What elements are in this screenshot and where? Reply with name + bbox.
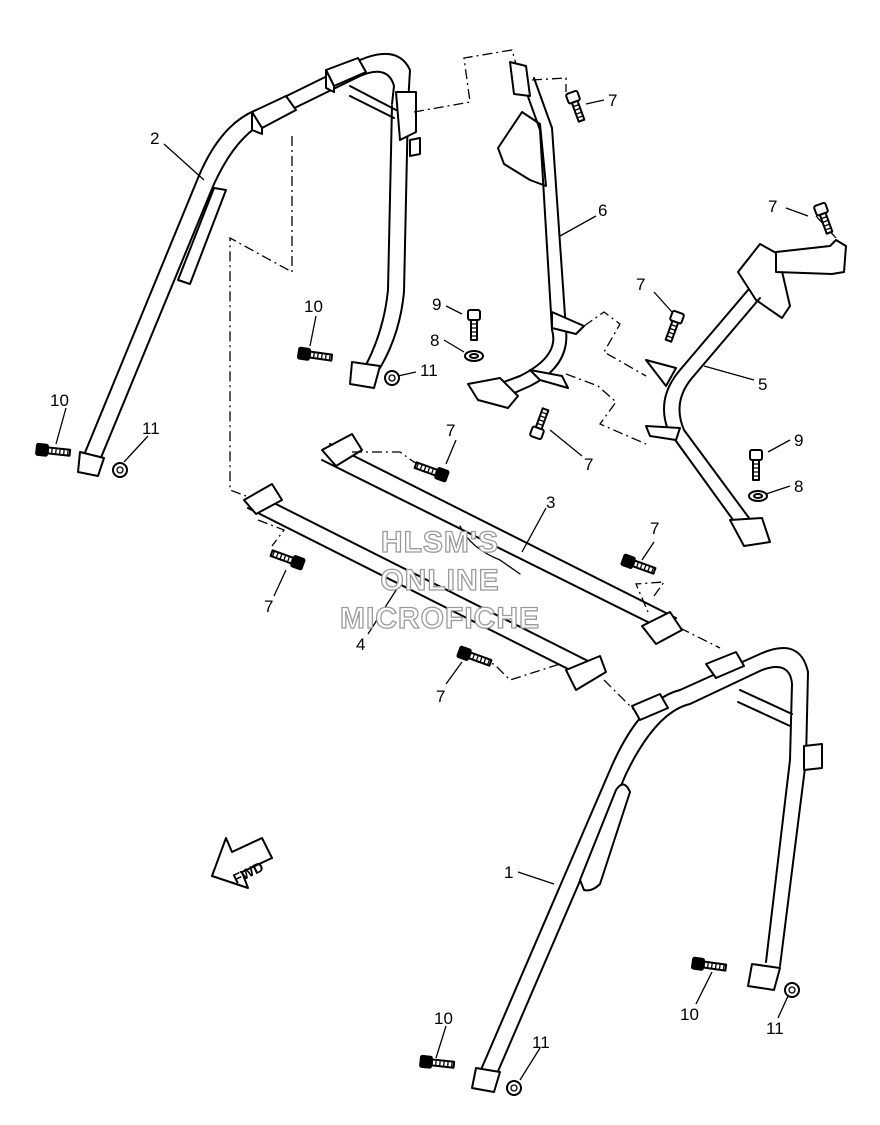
washer-icon bbox=[748, 490, 768, 502]
leader-lines bbox=[55, 99, 809, 1081]
bolt-icon bbox=[619, 552, 658, 578]
bolt-icon bbox=[467, 309, 481, 341]
flange-nut-icon bbox=[506, 1080, 522, 1096]
flange-nut-icon bbox=[112, 462, 128, 478]
callout-11: 11 bbox=[142, 419, 160, 438]
watermark-line-3: MICROFICHE bbox=[340, 602, 540, 635]
callout-labels: 2 10 11 10 11 7 6 9 8 7 7 5 9 8 7 7 3 7 … bbox=[50, 91, 803, 1052]
callout-10: 10 bbox=[680, 1005, 699, 1024]
callout-7: 7 bbox=[650, 519, 659, 538]
flange-nut-icon bbox=[784, 982, 800, 998]
bolt-icon bbox=[418, 1054, 456, 1072]
watermark: HLSM'S ONLINE MICROFICHE bbox=[339, 525, 540, 635]
callout-10: 10 bbox=[50, 391, 69, 410]
bolt-icon bbox=[749, 449, 763, 481]
bolt-icon bbox=[34, 442, 72, 460]
bolt-icon bbox=[412, 458, 451, 484]
callout-11: 11 bbox=[420, 361, 438, 380]
callout-9: 9 bbox=[794, 431, 803, 450]
bolt-icon bbox=[690, 955, 728, 975]
bolt-icon bbox=[812, 201, 837, 236]
callout-10: 10 bbox=[304, 297, 323, 316]
bolt-icon bbox=[455, 644, 494, 670]
callout-6: 6 bbox=[598, 201, 607, 220]
callout-8: 8 bbox=[430, 331, 439, 350]
bolt-icon bbox=[564, 89, 589, 124]
callout-2: 2 bbox=[150, 129, 159, 148]
callout-11: 11 bbox=[766, 1019, 784, 1038]
bolt-icon bbox=[661, 309, 686, 344]
rear-roll-bar[interactable] bbox=[77, 52, 421, 477]
forward-arrow-icon: FWD bbox=[211, 837, 273, 889]
callout-7: 7 bbox=[584, 455, 593, 474]
watermark-line-1: HLSM'S bbox=[381, 526, 499, 559]
watermark-line-2: ONLINE bbox=[380, 564, 499, 597]
bolt-icon bbox=[268, 546, 307, 572]
callout-10: 10 bbox=[434, 1009, 453, 1028]
callout-1: 1 bbox=[504, 863, 513, 882]
washer-icon bbox=[464, 350, 484, 362]
callout-3: 3 bbox=[546, 493, 555, 512]
callout-11: 11 bbox=[532, 1033, 550, 1052]
bolt-icon bbox=[296, 345, 334, 365]
flange-nut-icon bbox=[384, 370, 400, 386]
lower-cross-tube[interactable] bbox=[243, 483, 607, 691]
bolt-icon bbox=[528, 406, 553, 441]
upper-cross-tube[interactable] bbox=[321, 433, 683, 645]
callout-7: 7 bbox=[636, 275, 645, 294]
callout-7: 7 bbox=[768, 197, 777, 216]
callout-8: 8 bbox=[794, 477, 803, 496]
callout-4: 4 bbox=[356, 635, 365, 654]
callout-7: 7 bbox=[608, 91, 617, 110]
right-brace[interactable] bbox=[645, 239, 847, 547]
left-brace[interactable] bbox=[467, 61, 585, 409]
callout-7: 7 bbox=[446, 421, 455, 440]
front-roll-bar[interactable] bbox=[471, 647, 823, 1093]
callout-9: 9 bbox=[432, 295, 441, 314]
callout-7: 7 bbox=[436, 687, 445, 706]
callout-7: 7 bbox=[264, 597, 273, 616]
callout-5: 5 bbox=[758, 375, 767, 394]
